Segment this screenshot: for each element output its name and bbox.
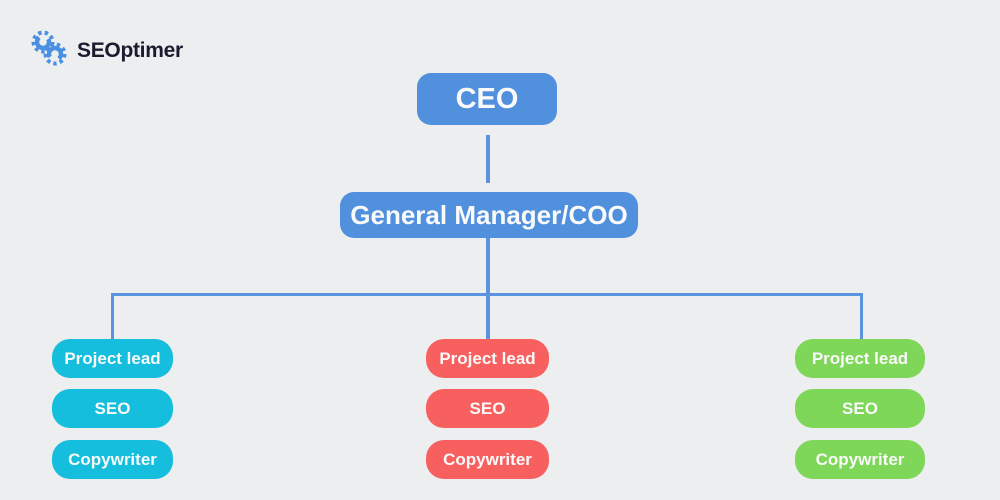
seoptimer-logo: SEOptimer [28, 28, 183, 73]
org-node-project-lead-green: Project lead [795, 339, 925, 378]
connector-gm-drop [486, 238, 490, 339]
connector-ceo-to-gm [486, 135, 490, 183]
seoptimer-gears-icon [28, 28, 70, 73]
org-node-project-lead-red: Project lead [426, 339, 549, 378]
org-node-seo-green: SEO [795, 389, 925, 428]
org-node-seo-red: SEO [426, 389, 549, 428]
connector-right-drop [860, 293, 863, 339]
org-node-general-manager-coo: General Manager/COO [340, 192, 638, 238]
logo-wordmark: SEOptimer [77, 38, 183, 62]
connector-left-drop [111, 293, 114, 339]
org-node-ceo: CEO [417, 73, 557, 125]
org-node-copywriter-red: Copywriter [426, 440, 549, 479]
org-node-copywriter-green: Copywriter [795, 440, 925, 479]
org-node-seo-cyan: SEO [52, 389, 173, 428]
org-node-project-lead-cyan: Project lead [52, 339, 173, 378]
connector-horizontal-bar [111, 293, 863, 296]
org-node-copywriter-cyan: Copywriter [52, 440, 173, 479]
